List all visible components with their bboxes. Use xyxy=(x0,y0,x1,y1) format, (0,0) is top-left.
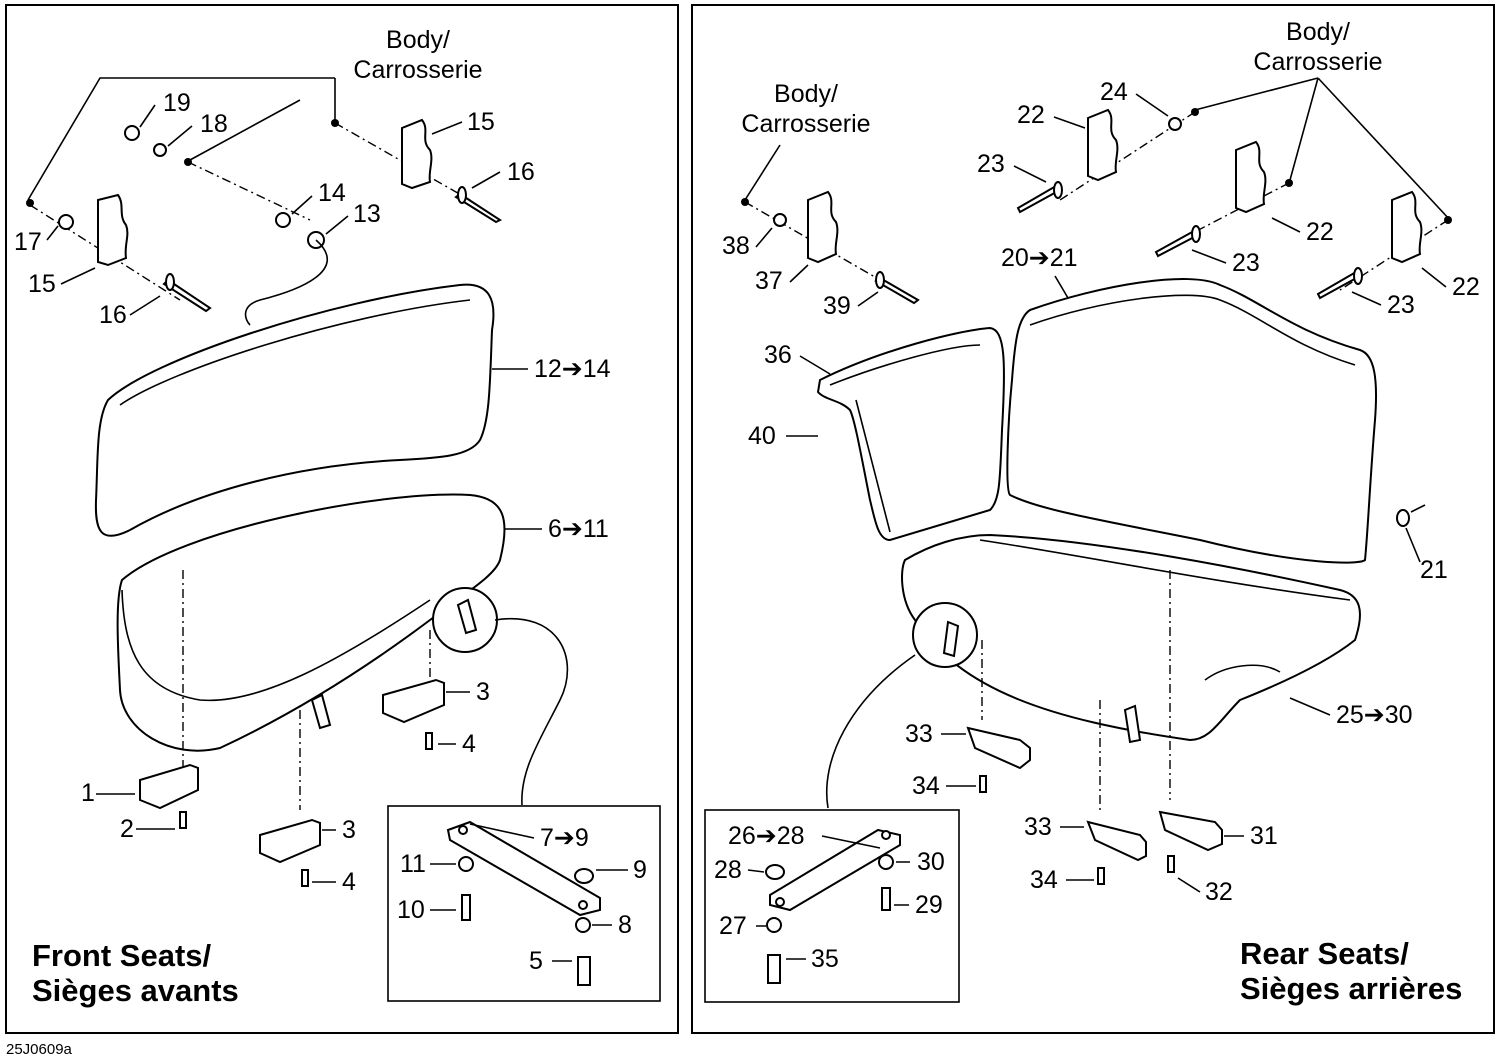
callout: 23 xyxy=(1232,249,1260,277)
callout: 20➔21 xyxy=(1001,244,1078,272)
callout: 33 xyxy=(905,720,933,748)
front-title-line1: Front Seats/ xyxy=(32,938,212,973)
callout: 29 xyxy=(915,891,943,919)
rear-body-right-label-line1: Body/ xyxy=(1286,18,1350,46)
front-panel-frame xyxy=(5,4,679,1034)
callout: 9 xyxy=(633,856,647,884)
callout: 10 xyxy=(397,896,425,924)
rear-callouts: Body/ Carrosserie Body/ Carrosserie 24 2… xyxy=(714,18,1480,973)
callout: 37 xyxy=(755,267,783,295)
rear-seats-drawing xyxy=(704,77,1452,1003)
callout: 17 xyxy=(14,228,42,256)
callout: 4 xyxy=(462,730,476,758)
front-callouts: Body/ Carrosserie 19 18 15 16 14 13 17 1… xyxy=(14,26,647,975)
callout: 21 xyxy=(1420,556,1448,584)
callout: 15 xyxy=(467,108,495,136)
callout: 7➔9 xyxy=(540,824,589,852)
callout: 22 xyxy=(1306,218,1334,246)
callout: 39 xyxy=(823,292,851,320)
callout: 18 xyxy=(200,110,228,138)
callout: 2 xyxy=(120,815,134,843)
callout: 1 xyxy=(81,779,95,807)
callout: 22 xyxy=(1017,101,1045,129)
callout: 23 xyxy=(1387,291,1415,319)
callout: 25➔30 xyxy=(1336,701,1413,729)
callout: 14 xyxy=(318,179,346,207)
callout: 3 xyxy=(342,816,356,844)
callout: 16 xyxy=(507,158,535,186)
callout: 22 xyxy=(1452,273,1480,301)
callout: 34 xyxy=(912,772,940,800)
callout: 38 xyxy=(722,232,750,260)
front-title: Front Seats/ Sièges avants xyxy=(32,938,239,1008)
rear-body-left-label-line2: Carrosserie xyxy=(741,110,870,138)
rear-title-line1: Rear Seats/ xyxy=(1240,936,1409,971)
callout: 30 xyxy=(917,848,945,876)
front-seats-drawing xyxy=(26,77,661,1002)
callout: 40 xyxy=(748,422,776,450)
callout: 5 xyxy=(529,947,543,975)
callout: 32 xyxy=(1205,878,1233,906)
callout: 19 xyxy=(163,89,191,117)
callout: 6➔11 xyxy=(548,515,609,543)
callout: 8 xyxy=(618,911,632,939)
callout: 24 xyxy=(1100,78,1128,106)
callout: 35 xyxy=(811,945,839,973)
figure-code: 25J0609a xyxy=(6,1041,73,1058)
callout: 36 xyxy=(764,341,792,369)
rear-title: Rear Seats/ Sièges arrières xyxy=(1240,936,1462,1006)
rear-body-right-label-line2: Carrosserie xyxy=(1253,48,1382,76)
callout: 28 xyxy=(714,856,742,884)
callout: 11 xyxy=(400,850,426,878)
front-title-line2: Sièges avants xyxy=(32,973,239,1008)
front-body-label-line2: Carrosserie xyxy=(353,56,482,84)
front-body-label-line1: Body/ xyxy=(386,26,450,54)
callout: 16 xyxy=(99,301,127,329)
callout: 4 xyxy=(342,868,356,896)
callout: 13 xyxy=(353,200,381,228)
callout: 12➔14 xyxy=(534,355,611,383)
callout: 33 xyxy=(1024,813,1052,841)
callout: 3 xyxy=(476,678,490,706)
callout: 15 xyxy=(28,270,56,298)
callout: 27 xyxy=(719,912,747,940)
rear-title-line2: Sièges arrières xyxy=(1240,971,1462,1006)
callout: 31 xyxy=(1250,822,1278,850)
rear-body-left-label-line1: Body/ xyxy=(774,80,838,108)
callout: 34 xyxy=(1030,866,1058,894)
rear-panel-frame xyxy=(691,4,1495,1034)
callout: 23 xyxy=(977,150,1005,178)
callout: 26➔28 xyxy=(728,822,805,850)
